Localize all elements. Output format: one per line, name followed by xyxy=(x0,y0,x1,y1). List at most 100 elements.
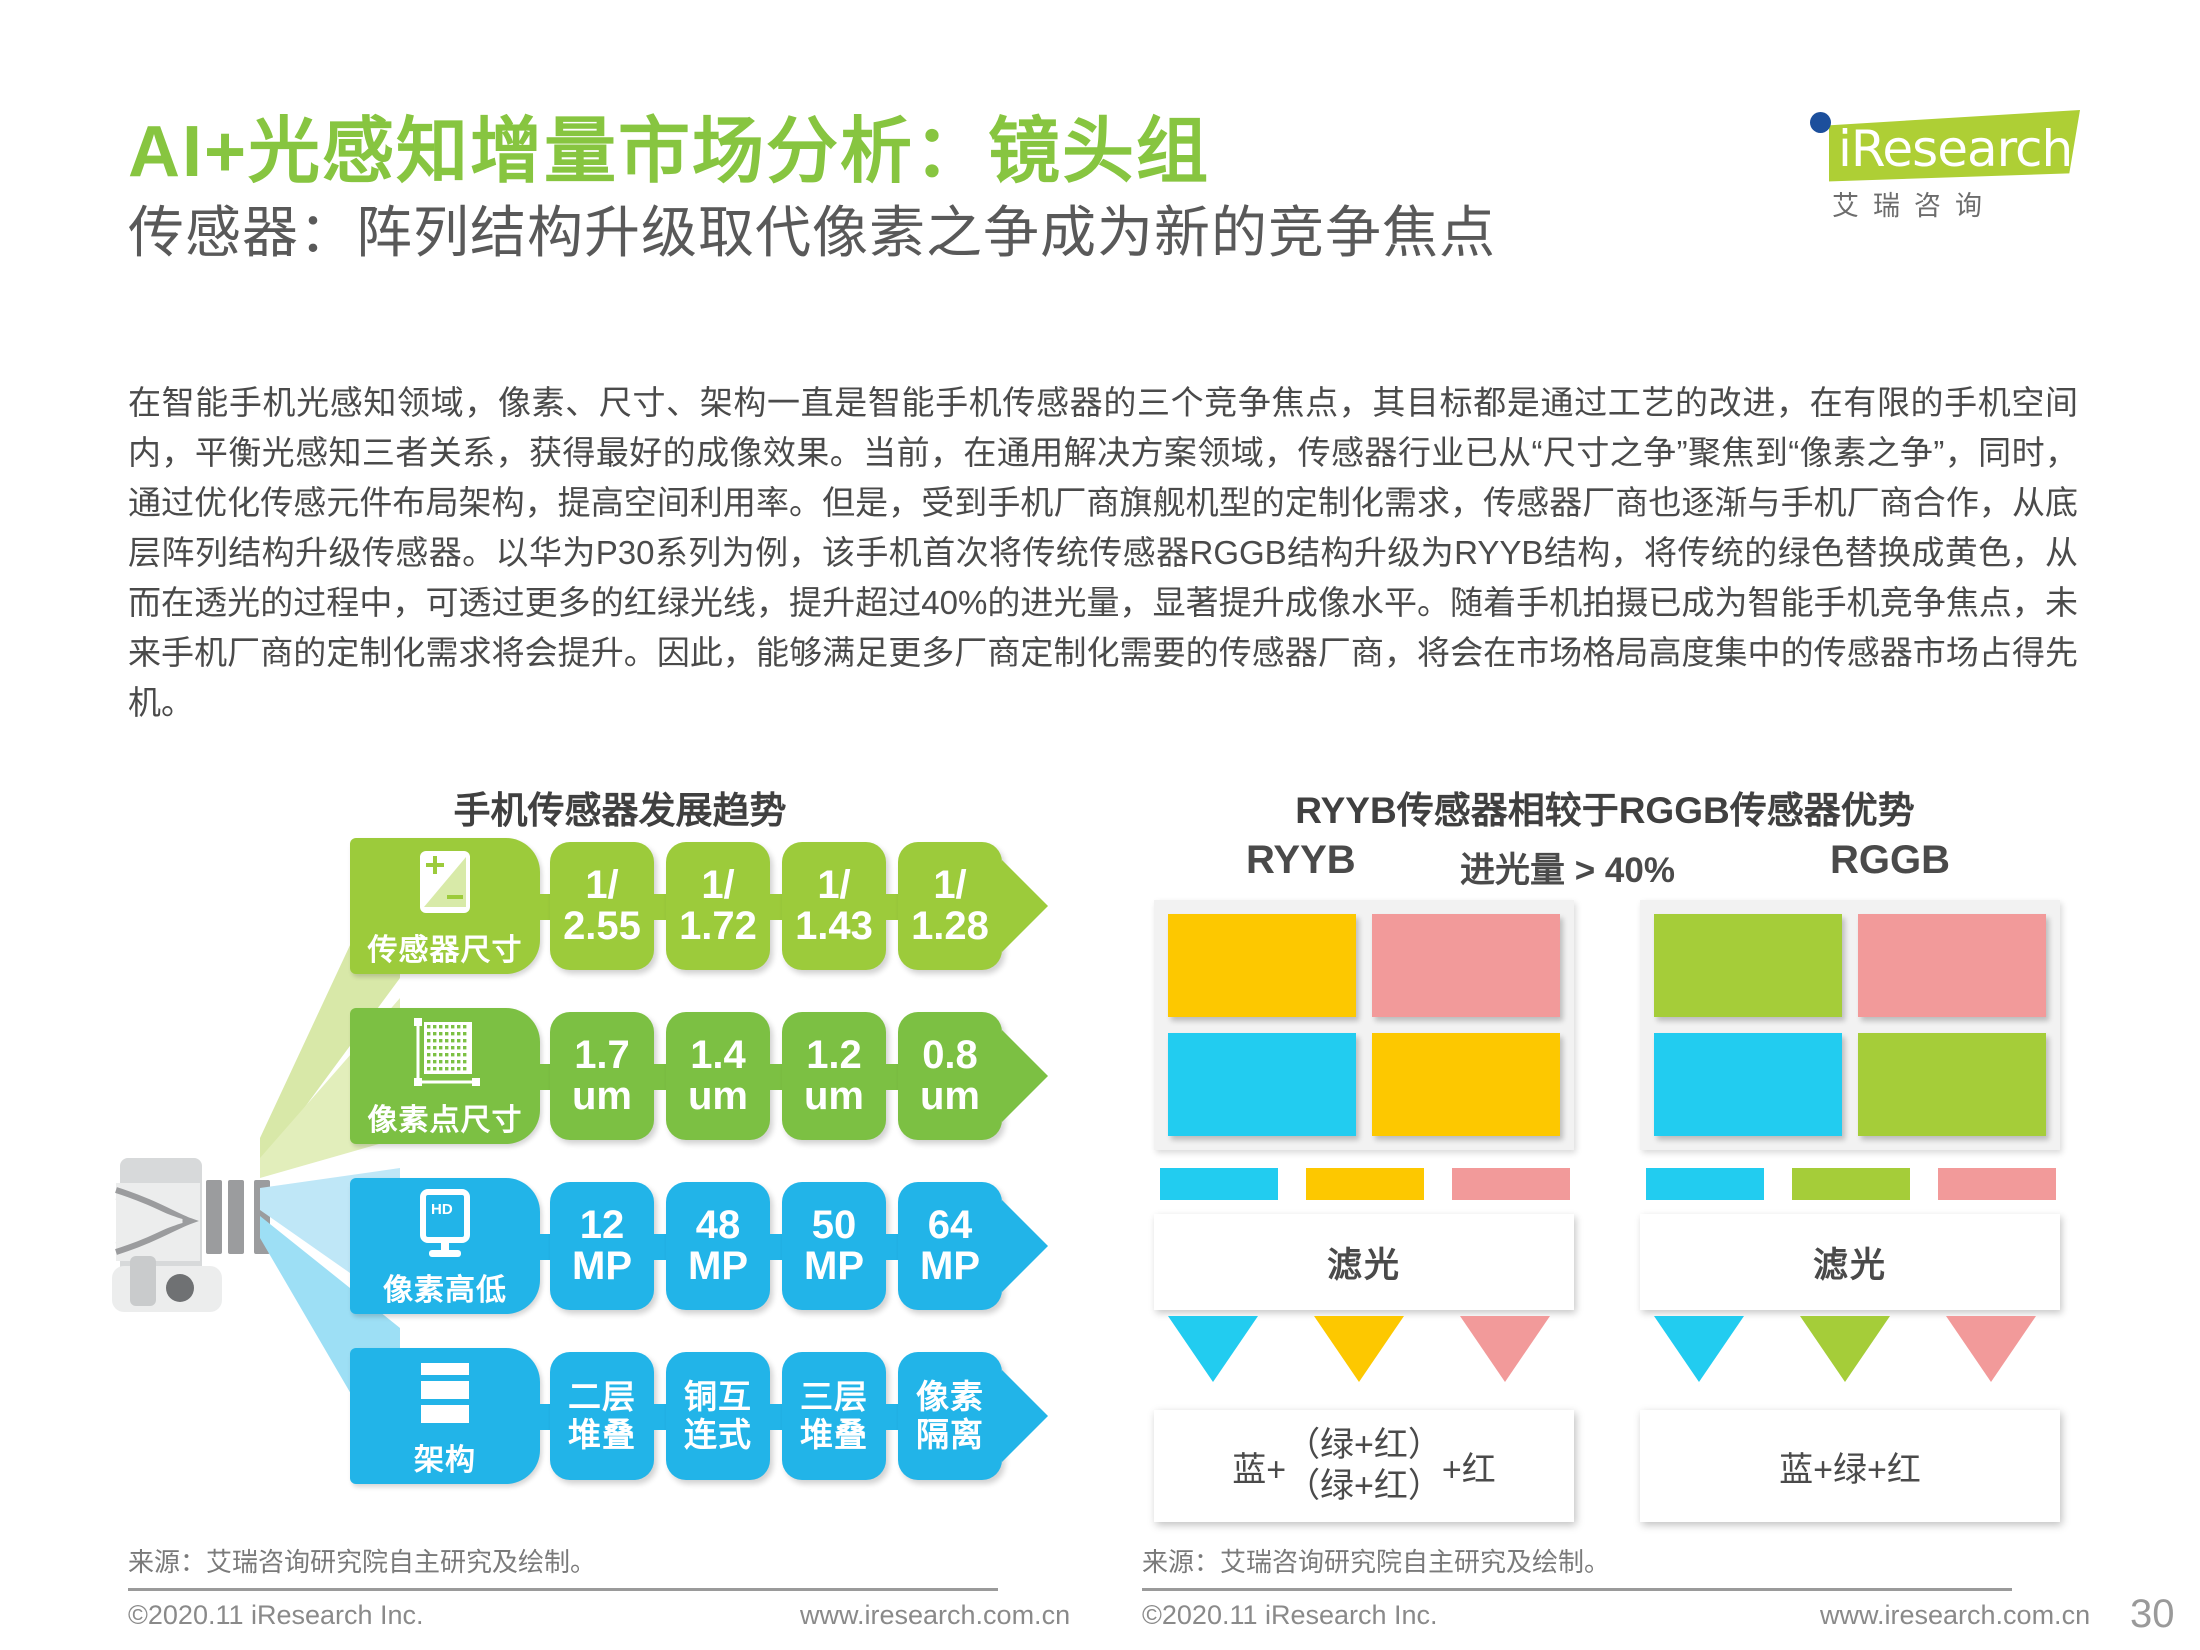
hd-monitor-icon: HD xyxy=(350,1178,540,1274)
triangle-blue xyxy=(1168,1316,1258,1382)
stack-layers-icon xyxy=(350,1348,540,1444)
light-bar-red xyxy=(1452,1168,1570,1200)
svg-text:HD: HD xyxy=(431,1201,453,1218)
triangle-yellow xyxy=(1314,1316,1404,1382)
row-label-architecture: 架构 xyxy=(350,1348,540,1484)
left-panel: 手机传感器发展趋势 xyxy=(112,780,1060,1570)
comparison-headers: RYYB 进光量 > 40% RGGB xyxy=(1130,838,2080,894)
page-subtitle: 传感器：阵列结构升级取代像素之争成为新的竞争焦点 xyxy=(128,201,1496,264)
value-chip: 像素隔离 xyxy=(898,1352,1002,1480)
value-chip: 1/1.72 xyxy=(666,842,770,970)
logo-i-stem xyxy=(1812,126,1829,184)
ryyb-formula-fraction: （绿+红） （绿+红） xyxy=(1286,1425,1442,1508)
ryyb-output-triangles xyxy=(1154,1316,1574,1394)
rggb-light-bars xyxy=(1640,1168,2060,1200)
arrow-icon xyxy=(1002,1370,1048,1462)
row-label-text: 像素高低 xyxy=(383,1274,507,1307)
ryyb-formula-numerator: （绿+红） xyxy=(1286,1425,1442,1464)
rggb-filter-box: 滤光 xyxy=(1640,1214,2060,1310)
bayer-cell-red xyxy=(1372,914,1560,1017)
ryyb-formula-prefix: 蓝+ xyxy=(1232,1450,1287,1489)
footer-website-right: www.iresearch.com.cn xyxy=(1820,1600,2091,1630)
triangle-red xyxy=(1460,1316,1550,1382)
rggb-output-triangles xyxy=(1640,1316,2060,1394)
bayer-cell-red xyxy=(1858,914,2046,1017)
bayer-cell-blue xyxy=(1168,1033,1356,1136)
rggb-stack: 滤光 蓝+绿+红 xyxy=(1640,900,2060,1522)
row-label-pixel-count: HD 像素高低 xyxy=(350,1178,540,1314)
bayer-cell-yellow xyxy=(1168,914,1356,1017)
camera-arc-icon xyxy=(115,1187,199,1255)
row-label-text: 像素点尺寸 xyxy=(367,1104,523,1137)
iresearch-logo: iResearch 艾瑞咨询 xyxy=(1790,110,2080,221)
rggb-formula: 蓝+绿+红 xyxy=(1779,1450,1921,1489)
light-bar-blue xyxy=(1646,1168,1764,1200)
rggb-bayer-grid xyxy=(1640,900,2060,1150)
bayer-cell-green xyxy=(1858,1033,2046,1136)
bayer-cell-green xyxy=(1654,914,1842,1017)
footer-copyright-right: ©2020.11 iResearch Inc. xyxy=(1142,1600,1438,1630)
right-panel-title: RYYB传感器相较于RGGB传感器优势 xyxy=(1295,790,1915,831)
row-label-text: 传感器尺寸 xyxy=(367,934,523,967)
arrow-icon xyxy=(1002,1200,1048,1292)
rggb-result-box: 蓝+绿+红 xyxy=(1640,1410,2060,1522)
footer-divider-left xyxy=(128,1588,998,1591)
camera-icon xyxy=(110,1138,280,1318)
bayer-cell-blue xyxy=(1654,1033,1842,1136)
value-chip: 1/1.28 xyxy=(898,842,1002,970)
value-chip: 铜互连式 xyxy=(666,1352,770,1480)
left-panel-title: 手机传感器发展趋势 xyxy=(453,790,787,831)
ryyb-header: RYYB xyxy=(1246,838,1356,882)
logo-i-dot-icon xyxy=(1810,112,1831,133)
logo-wordmark: iResearch xyxy=(1838,120,2073,178)
arrow-icon xyxy=(1002,860,1048,952)
right-panel: RYYB传感器相较于RGGB传感器优势 RYYB 进光量 > 40% RGGB xyxy=(1130,780,2080,1570)
right-source-note: 来源：艾瑞咨询研究院自主研究及绘制。 xyxy=(1142,1547,1611,1577)
triangle-green xyxy=(1800,1316,1890,1382)
ryyb-formula-denominator: （绿+红） xyxy=(1286,1467,1442,1505)
light-bar-red xyxy=(1938,1168,2056,1200)
value-chip: 二层堆叠 xyxy=(550,1352,654,1480)
ryyb-stack: 滤光 蓝+ （绿+红） （绿+红） +红 xyxy=(1154,900,1574,1522)
light-gain-label: 进光量 > 40% xyxy=(1460,851,1675,890)
footer-website-left: www.iresearch.com.cn xyxy=(800,1600,1071,1630)
arrow-icon xyxy=(1002,1030,1048,1122)
row-label-text: 架构 xyxy=(414,1444,476,1477)
value-chip: 三层堆叠 xyxy=(782,1352,886,1480)
ryyb-formula: 蓝+ （绿+红） （绿+红） +红 xyxy=(1232,1425,1496,1508)
triangle-blue xyxy=(1654,1316,1744,1382)
value-chip: 1/1.43 xyxy=(782,842,886,970)
ryyb-light-bars xyxy=(1154,1168,1574,1200)
ryyb-bayer-grid xyxy=(1154,900,1574,1150)
triangle-red xyxy=(1946,1316,2036,1382)
ryyb-filter-box: 滤光 xyxy=(1154,1214,1574,1310)
light-bar-blue xyxy=(1160,1168,1278,1200)
light-bar-green xyxy=(1792,1168,1910,1200)
bayer-cell-yellow xyxy=(1372,1033,1560,1136)
rggb-header: RGGB xyxy=(1830,838,1950,882)
row-label-sensor-size: 传感器尺寸 xyxy=(350,838,540,974)
ryyb-vs-rggb-diagram: RYYB 进光量 > 40% RGGB 滤光 xyxy=(1130,838,2080,1538)
page-title: AI+光感知增量市场分析：镜头组 xyxy=(128,112,1211,192)
light-bar-yellow xyxy=(1306,1168,1424,1200)
pixel-grid-icon xyxy=(350,1008,540,1104)
page-number: 30 xyxy=(2130,1592,2175,1636)
footer-divider-right xyxy=(1142,1588,2012,1591)
footer-copyright-left: ©2020.11 iResearch Inc. xyxy=(128,1600,424,1630)
ryyb-result-box: 蓝+ （绿+红） （绿+红） +红 xyxy=(1154,1410,1574,1522)
value-chip: 1/2.55 xyxy=(550,842,654,970)
logo-chinese-name: 艾瑞咨询 xyxy=(1832,191,1996,221)
sensor-trend-diagram: 传感器尺寸 1/2.55 1/1.72 1/1.43 1/1.28 xyxy=(112,838,1060,1498)
left-source-note: 来源：艾瑞咨询研究院自主研究及绘制。 xyxy=(128,1547,597,1577)
row-label-pixel-size: 像素点尺寸 xyxy=(350,1008,540,1144)
ryyb-formula-suffix: +红 xyxy=(1441,1450,1496,1489)
